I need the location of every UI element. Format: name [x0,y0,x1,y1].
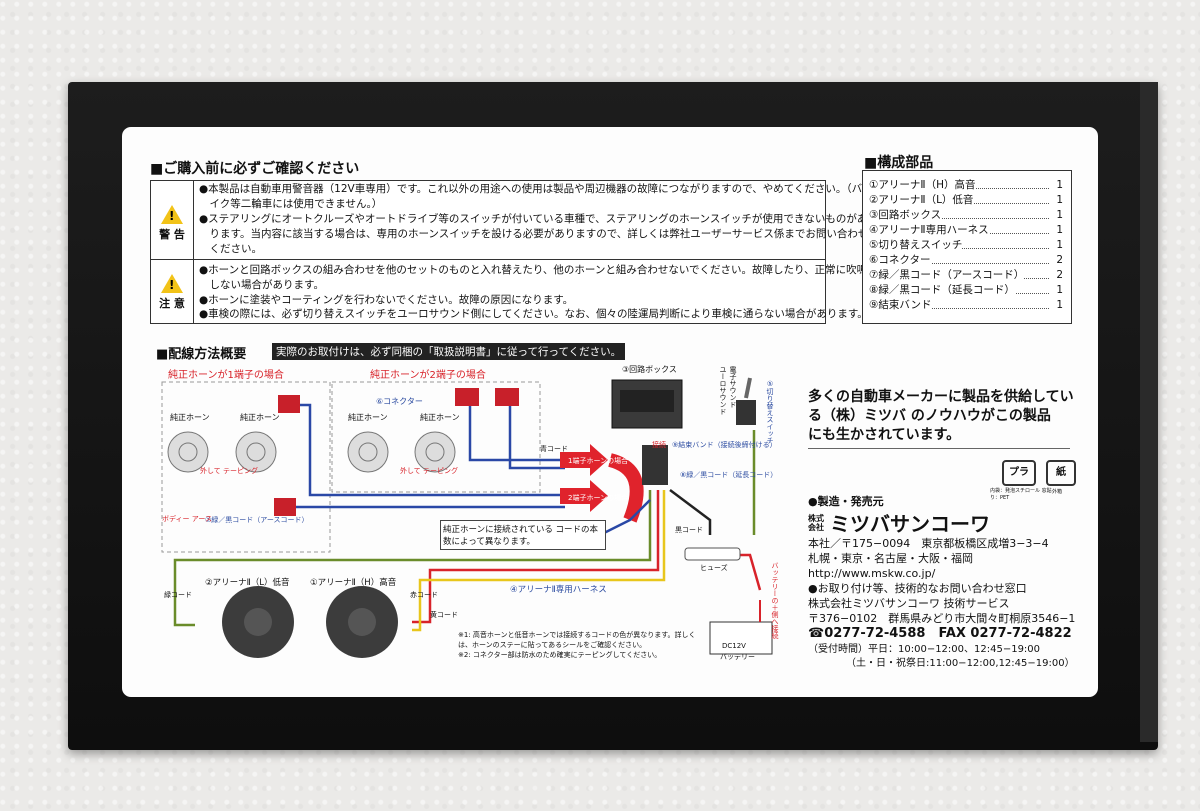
warn-line-4: ります。当内容に該当する場合は、専用のホーンスイッチを設ける必要がありますので、… [199,228,869,240]
warn-line-5: ください。 [199,243,262,255]
electric-sound-label: 電子サウンド [729,366,737,408]
body-earth-label: ボディー アース [162,515,212,523]
caution-triangle-icon: ! [161,274,183,293]
parts-item: ⑦緑／黒コード（アースコード）2 [869,268,1063,283]
connect-label: 接続 [652,441,666,449]
two-terminal-label: 純正ホーンが2端子の場合 [370,370,486,381]
promo-divider [808,448,1070,449]
warn-line-1: ●本製品は自動車用警音器（12V車専用）です。これ以外の用途への使用は製品や周辺… [199,183,863,195]
box-side-edge [1140,82,1158,742]
branches: 札幌・東京・名古屋・大阪・福岡 [808,552,973,565]
caution-label-cell: ! 注 意 [151,260,194,323]
promo-line-3: にも生かされています。 [808,427,961,443]
parts-item: ⑧緑／黒コード（延長コード）1 [869,283,1063,298]
promo-text: 多くの自動車メーカーに製品を供給してい る（株）ミツバ のノウハウがこの製品 に… [808,388,1074,445]
caution-line-4: ●車検の際には、必ず切り替えスイッチをユーロサウンド側にしてください。なお、個々… [199,308,868,320]
battery-voltage: DC12V [722,642,746,650]
circuit-box-label: ③回路ボックス [622,365,677,374]
paper-caption: 外箱 [1052,489,1063,495]
extension-label: ⑧緑／黒コード（延長コード） [680,471,778,479]
warn-label: 警 告 [159,228,185,241]
promo-line-2: る（株）ミツバ のノウハウがこの製品 [808,408,1051,424]
genuine-horn-label: 純正ホーン [348,413,388,422]
phone-fax: ☎0277-72-4588 FAX 0277-72-4822 [808,626,1072,641]
wiring-subheading: 実際のお取付けは、必ず同梱の「取扱説明書」に従って行ってください。 [272,343,626,360]
euro-sound-label: ユーロサウンド [719,366,727,415]
case-1-label: 1端子ホーンの場合 [568,457,629,465]
horn-high-label: ①アリーナⅡ（H）高音 [310,578,397,588]
parts-heading: ■構成部品 [864,155,934,171]
website-url: http://www.mskw.co.jp/ [808,567,936,580]
battery-label: バッテリー [720,653,755,661]
warning-heading: ■ご購入前に必ずご確認ください [150,161,360,177]
caution-line-1: ●ホーンと回路ボックスの組み合わせを他のセットのものと入れ替えたり、他のホーンと… [199,264,868,276]
contact-label: ●お取り付け等、技術的なお問い合わせ窓口 [808,582,1027,595]
pla-recycle-icon: プラ [1002,460,1036,486]
warning-divider [151,259,825,260]
yellow-code-label: 黄コード [430,611,458,619]
warn-line-3: ●ステアリングにオートクルーズやオートドライブ等のスイッチが付いている車種で、ス… [199,213,868,225]
kaisha-label: 株式 会社 [808,514,824,532]
earth-code-label: ⑦緑／黒コード（アースコード） [205,516,309,524]
service-name: 株式会社ミツバサンコーワ 技術サービス [808,597,1010,610]
pla-caption: 内袋：発泡スチロール 窓貼り：PET [990,488,1052,501]
warning-triangle-icon: ! [161,205,183,224]
tape-label: 外して テーピング [400,467,459,475]
warning-box: ! 警 告 ●本製品は自動車用警音器（12V車専用）です。これ以外の用途への使用… [150,180,868,324]
genuine-horn-label: 純正ホーン [240,413,280,422]
company-name: ミツバサンコーワ [830,512,990,536]
green-code-label: 緑コード [164,591,192,599]
caution-line-3: ●ホーンに塗装やコーティングを行わないでください。故障の原因になります。 [199,294,574,306]
service-address: 〒376−0102 群馬県みどり市大間々町桐原3546−1 [808,612,1076,625]
switch-label: ⑤切り替えスイッチ [766,380,774,444]
horn-low-label: ②アリーナⅡ（L）低音 [205,578,290,588]
black-code-label: 黒コード [675,526,703,534]
note-box: 純正ホーンに接続されている コードの本数によって異なります。 [440,520,606,550]
promo-line-1: 多くの自動車メーカーに製品を供給してい [808,389,1074,405]
one-terminal-label: 純正ホーンが1端子の場合 [168,370,284,381]
case-2-label: 2端子ホーンの場合 [568,494,629,502]
footnote-1: ※1: 高音ホーンと低音ホーンでは接続するコードの色が異なります。詳しくは、ホー… [458,631,696,649]
battery-plus-label: バッテリーの＋側へ接続 [771,562,779,639]
warn-line-2: イク等二輪車には使用できません。） [199,198,383,210]
maker-label: ●製造・発売元 [808,495,884,508]
connector-label: ⑥コネクター [376,397,423,406]
warn-label-cell: ! 警 告 [151,181,194,259]
hours-weekend: （土・日・祝祭日:11:00−12:00,12:45−19:00） [846,658,1075,669]
hours-weekday: （受付時間）平日：10:00−12:00、12:45−19:00 [808,644,1041,655]
wiring-diagram [161,377,773,658]
harness-label: ④アリーナⅡ専用ハーネス [510,585,607,595]
paper-recycle-icon: 紙 [1046,460,1076,486]
tape-label: 外して テーピング [200,467,259,475]
hq-address: 本社／〒175−0094 東京都板橋区成増3−3−4 [808,537,1049,550]
caution-label: 注 意 [159,297,185,310]
fuse-label: ヒューズ [700,564,728,572]
footnote-2: ※2: コネクター部は防水のため確実にテーピングしてください。 [458,651,662,659]
genuine-horn-label: 純正ホーン [170,413,210,422]
band-label: ⑨結束バンド（接続後締付ける） [672,441,777,449]
wiring-heading: ■配線方法概要 [156,347,247,362]
red-code-label: 赤コード [410,591,438,599]
genuine-horn-label: 純正ホーン [420,413,460,422]
caution-line-2: しない場合があります。 [199,279,324,291]
blue-code-label: 青コード [540,445,568,453]
